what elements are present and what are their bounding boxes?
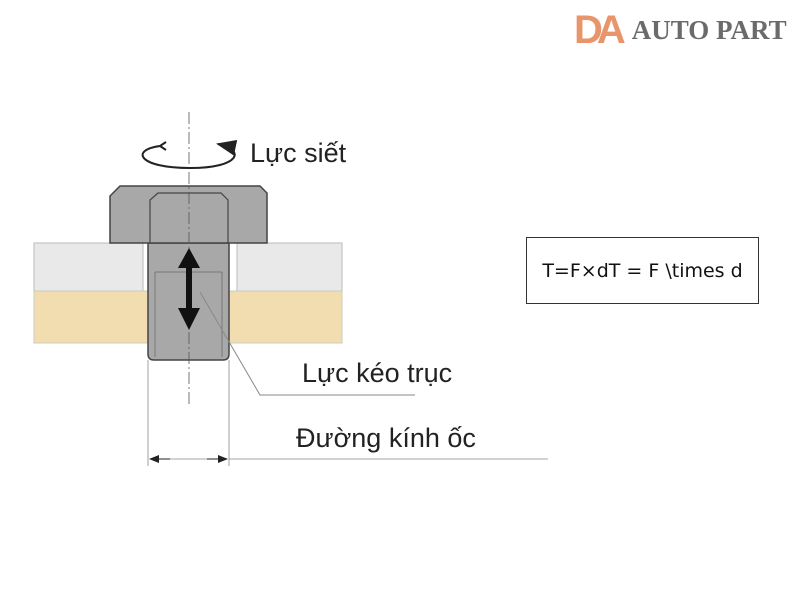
leader-line bbox=[199, 291, 415, 396]
rotation-arrow-icon bbox=[141, 139, 238, 170]
formula-text: T=F×dT = F \times d bbox=[542, 259, 743, 282]
axial-force-label: Lực kéo trục bbox=[302, 358, 453, 388]
tightening-torque-label: Lực siết bbox=[250, 138, 347, 168]
bolt-head bbox=[109, 185, 268, 244]
double-arrow-icon bbox=[178, 248, 200, 330]
logo-mark: DA bbox=[574, 8, 626, 52]
upper-plate bbox=[236, 242, 343, 292]
upper-plate bbox=[33, 242, 144, 292]
formula-box: T=F×dT = F \times d bbox=[526, 237, 759, 304]
bolt-diameter-label: Đường kính ốc bbox=[296, 423, 476, 453]
brand-logo: DA AUTO PART bbox=[574, 8, 787, 53]
logo-text: AUTO PART bbox=[631, 15, 787, 45]
